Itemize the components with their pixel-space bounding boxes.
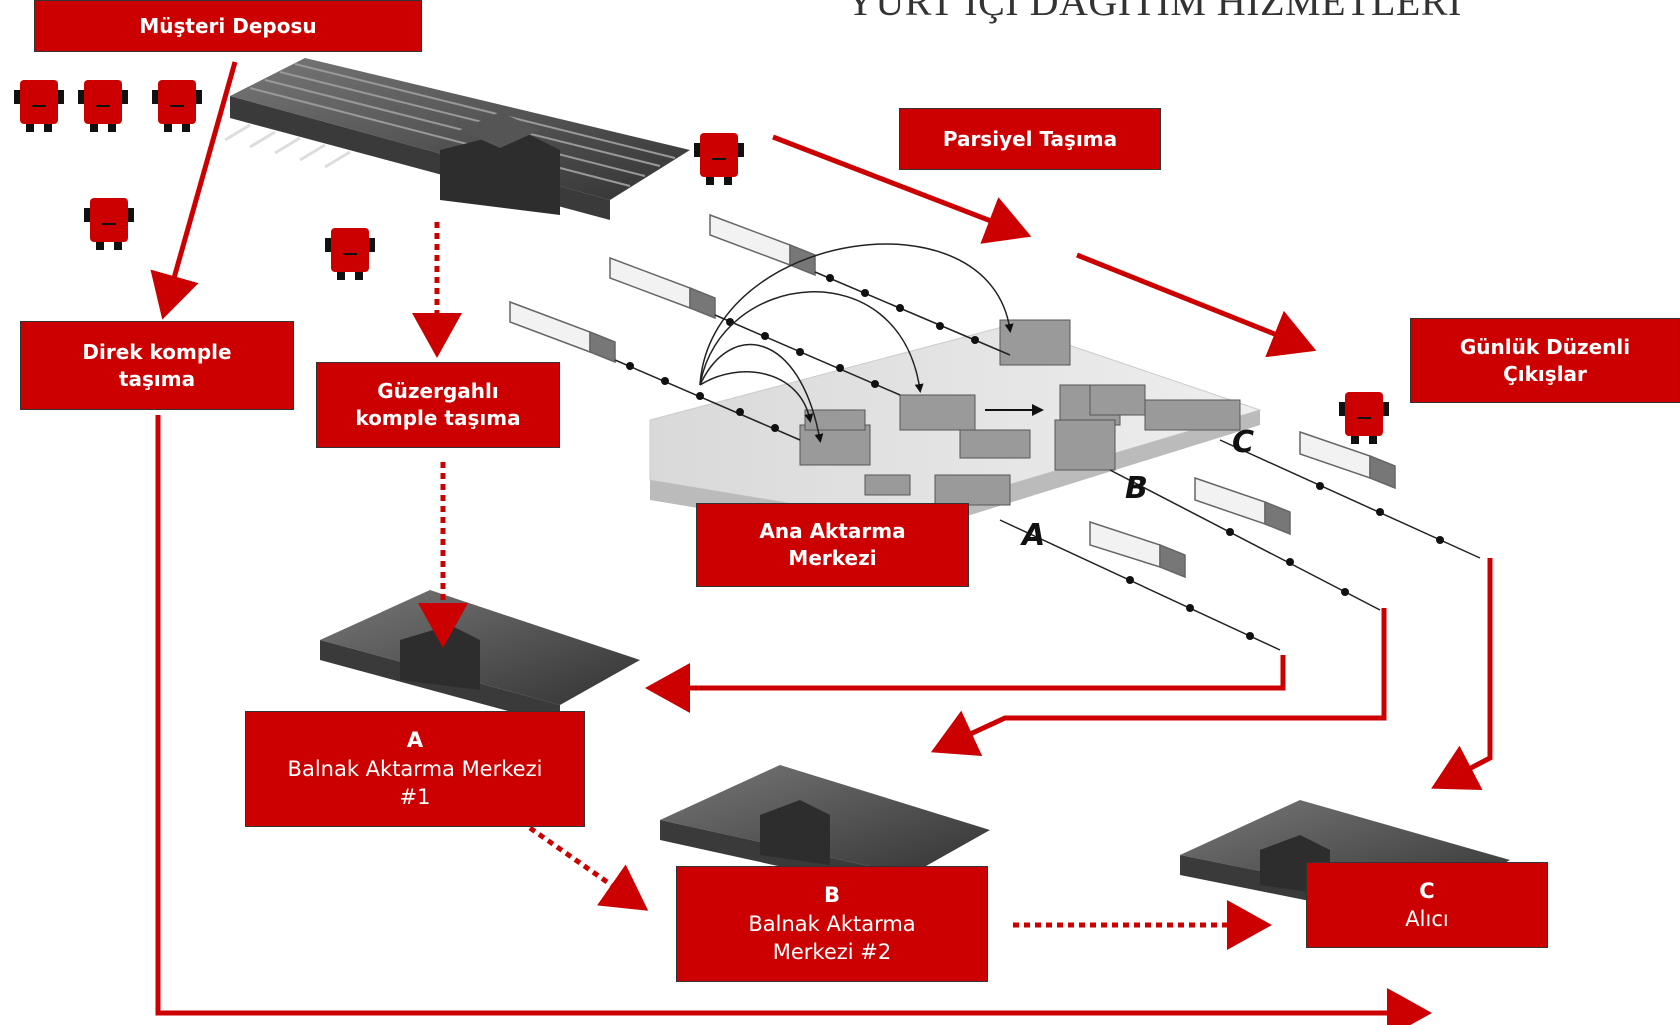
guzergahli-label: Güzergahlı komple taşıma xyxy=(316,362,560,448)
warehouse-b-label: B Balnak Aktarma Merkezi #2 xyxy=(676,866,988,982)
truck-icons xyxy=(14,80,1389,444)
direk-komple-label: Direk komple taşıma xyxy=(20,321,294,410)
lane-letter-a: A xyxy=(1020,518,1045,553)
gunluk-cikislar-label: Günlük Düzenli Çıkışlar xyxy=(1410,318,1680,403)
customer-warehouse-icon xyxy=(224,58,690,220)
warehouse-a-icon xyxy=(320,590,640,725)
dotted-flow-arrows xyxy=(412,222,1272,950)
lane-letter-c: C xyxy=(1232,425,1254,460)
incoming-trucks xyxy=(509,213,816,364)
musteri-deposu-label: Müşteri Deposu xyxy=(34,0,422,52)
ana-aktarma-label: Ana Aktarma Merkezi xyxy=(696,503,969,587)
page-title: YURT İÇİ DAĞITIM HİZMETLERİ xyxy=(846,0,1462,24)
pallet-stacks xyxy=(799,319,1241,506)
warehouse-b-icon xyxy=(660,765,990,895)
warehouse-a-label: A Balnak Aktarma Merkezi #1 xyxy=(245,711,585,827)
parsiyel-tasima-label: Parsiyel Taşıma xyxy=(899,108,1161,170)
lane-letter-b: B xyxy=(1125,471,1148,506)
flow-arrows xyxy=(150,61,1493,1025)
outgoing-trucks xyxy=(1089,430,1396,579)
receiver-c-label: C Alıcı xyxy=(1306,862,1548,948)
